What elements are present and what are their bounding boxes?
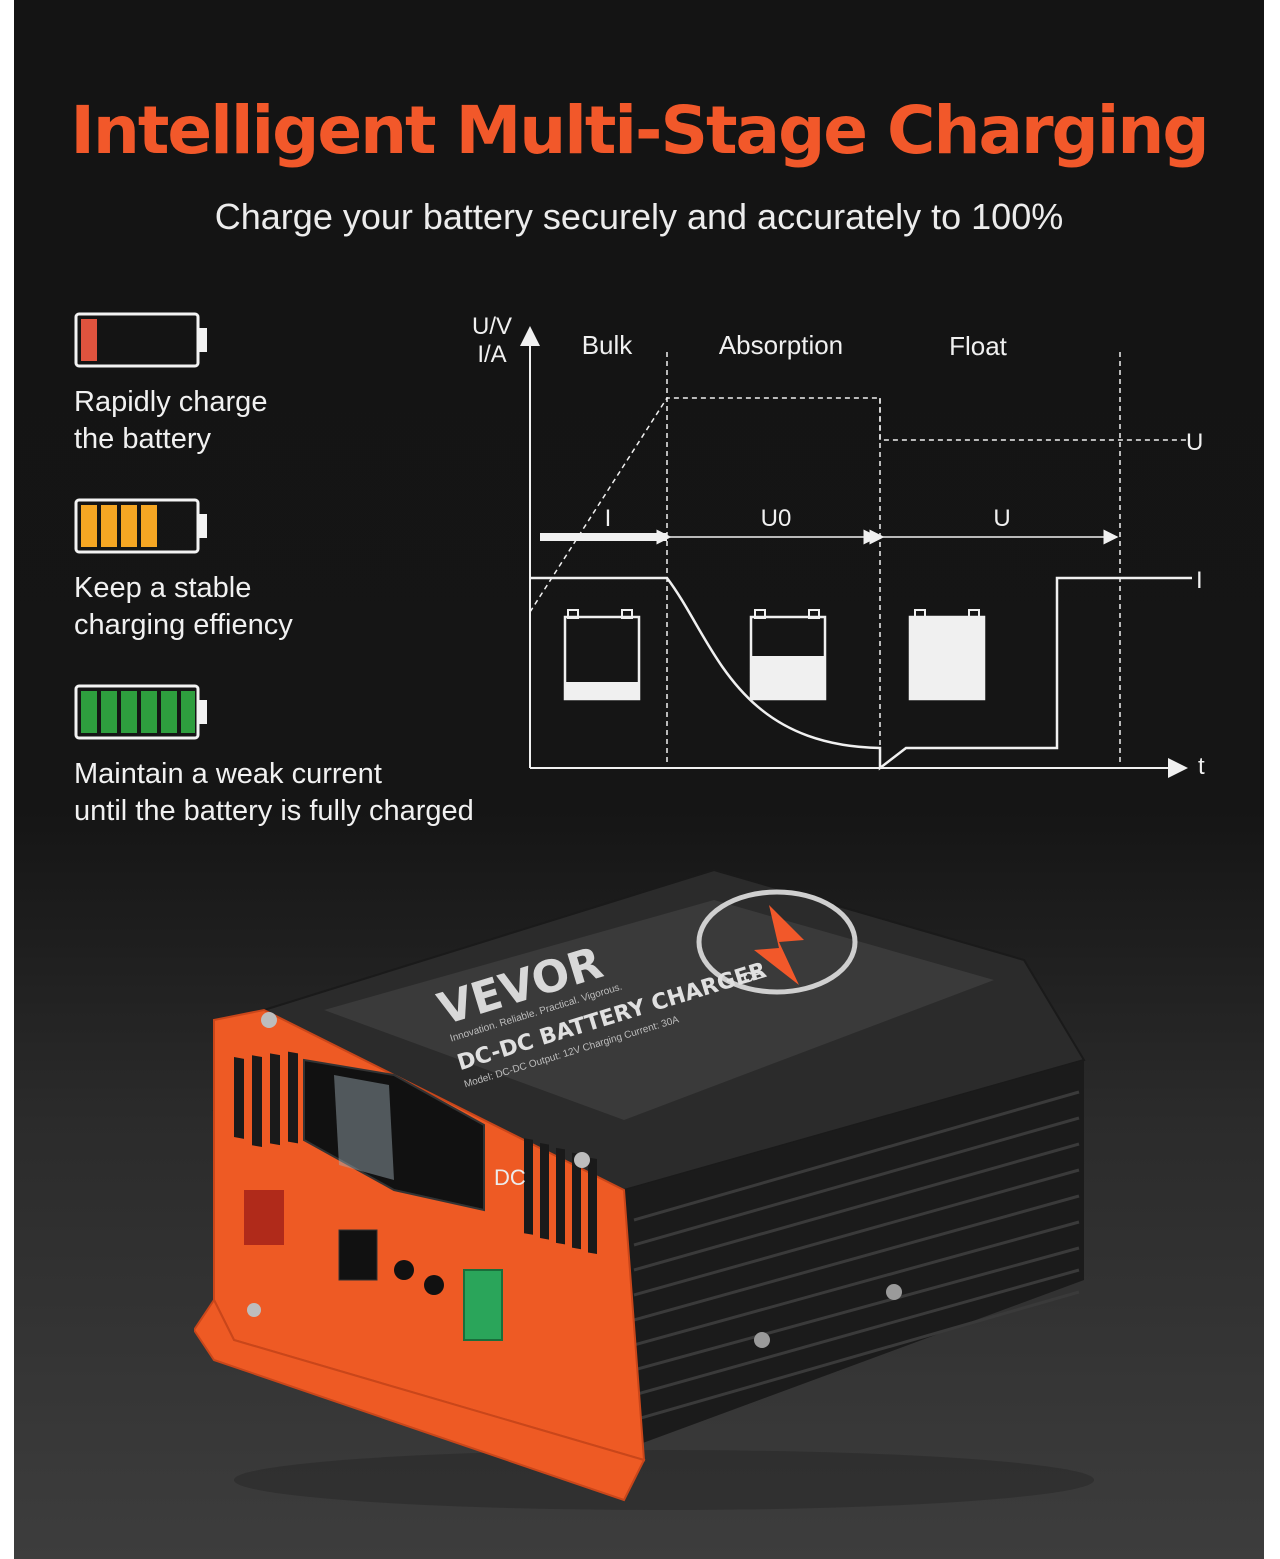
battery-symbol-half-icon (749, 609, 827, 701)
phase-absorption-label: Absorption (719, 330, 843, 360)
battery-low-icon (74, 312, 207, 368)
stage-float-line2: until the battery is fully charged (74, 795, 474, 827)
page-title: Intelligent Multi-Stage Charging (70, 92, 1209, 169)
constant-current-bar (540, 533, 667, 541)
stage-bulk: Rapidly charge the battery (74, 312, 267, 458)
page-subtitle: Charge your battery securely and accurat… (214, 196, 1064, 237)
y-axis-label-uv: U/V (472, 313, 512, 340)
current-curve-label: I (1196, 567, 1203, 594)
stage-float-line1: Maintain a weak current (74, 758, 382, 790)
stage-float-description: Maintain a weak current until the batter… (74, 756, 474, 830)
page: Intelligent Multi-Stage Charging Charge … (14, 0, 1264, 1559)
label-u: U (993, 505, 1010, 532)
y-axis-label-ia: I/A (477, 341, 506, 368)
stage-absorption-description: Keep a stable charging effiency (74, 570, 293, 644)
battery-symbol-low-icon (563, 609, 641, 701)
bolt-logo-icon (696, 889, 858, 995)
stage-bulk-line2: the battery (74, 423, 212, 455)
label-i: I (605, 505, 612, 532)
stage-absorption: Keep a stable charging effiency (74, 498, 293, 644)
stage-absorption-line1: Keep a stable (74, 572, 252, 604)
battery-symbol-full-icon (908, 609, 986, 701)
battery-full-icon (74, 684, 207, 740)
battery-half-icon (74, 498, 207, 554)
port-label: DC (494, 1165, 526, 1190)
stage-float: Maintain a weak current until the batter… (74, 684, 474, 830)
stage-absorption-line2: charging effiency (74, 609, 293, 641)
stage-bulk-description: Rapidly charge the battery (74, 384, 267, 458)
phase-float-label: Float (949, 331, 1008, 361)
product-cert: CE (741, 965, 764, 986)
product-image: VEVOR Innovation. Reliable. Practical. V… (194, 868, 1094, 1510)
phase-bulk-label: Bulk (582, 330, 634, 360)
voltage-curve (529, 397, 1186, 613)
stage-bulk-line1: Rapidly charge (74, 386, 268, 418)
label-u0: U0 (761, 505, 792, 532)
x-axis-label: t (1198, 753, 1205, 780)
voltage-curve-label: U (1186, 429, 1203, 456)
charging-curve-diagram: U/V I/A t Bulk Absorption Float U I I U0… (472, 313, 1205, 780)
current-curve (530, 576, 1192, 771)
